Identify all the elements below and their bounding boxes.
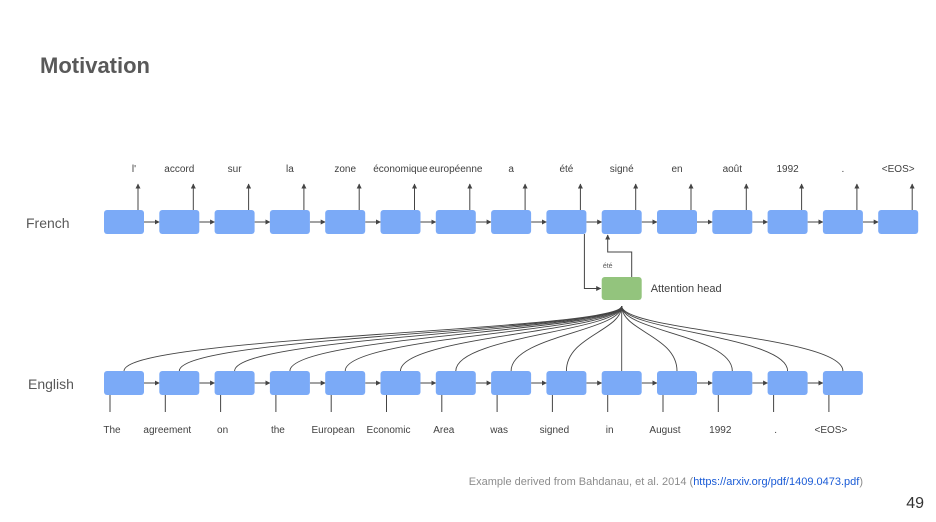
- decoder-state-arrow: [583, 234, 602, 291]
- english-word: European: [312, 425, 355, 436]
- french-word: l': [132, 164, 136, 175]
- attention-weight-line: [123, 305, 623, 372]
- french-cell: [491, 210, 532, 234]
- attention-weight-line: [344, 305, 623, 372]
- attention-weight-line: [621, 305, 844, 372]
- french-word: août: [723, 164, 743, 175]
- connection-lines: [109, 183, 915, 412]
- french-cell: [712, 210, 753, 234]
- page-number: 49: [906, 495, 924, 512]
- french-word: la: [286, 164, 294, 175]
- french-word: zone: [334, 164, 356, 175]
- english-word: was: [489, 425, 508, 436]
- english-cell: [269, 371, 310, 395]
- english-word: Area: [433, 425, 455, 436]
- attention-weight-line: [621, 305, 678, 372]
- french-word: 1992: [776, 164, 799, 175]
- citation: Example derived from Bahdanau, et al. 20…: [469, 476, 863, 488]
- rnn-cells: [104, 210, 919, 395]
- english-word: on: [217, 425, 228, 436]
- french-cell: [380, 210, 421, 234]
- french-cell: [822, 210, 863, 234]
- attention-weight-line: [178, 305, 623, 372]
- citation-link[interactable]: https://arxiv.org/pdf/1409.0473.pdf: [693, 476, 860, 488]
- citation-prefix: Example derived from Bahdanau, et al. 20…: [468, 476, 694, 488]
- french-cell: [601, 210, 642, 234]
- french-word: accord: [164, 164, 194, 175]
- english-word: 1992: [709, 425, 732, 436]
- attention-weight-line: [289, 305, 623, 372]
- english-cell: [159, 371, 200, 395]
- attention-head-label: Attention head: [651, 283, 722, 295]
- french-cell: [878, 210, 919, 234]
- english-cell: [712, 371, 753, 395]
- french-word: .: [842, 164, 845, 175]
- french-word: été: [559, 164, 573, 175]
- english-word: agreement: [143, 425, 191, 436]
- english-cell: [822, 371, 863, 395]
- english-row-label: English: [28, 376, 74, 392]
- english-cell: [380, 371, 421, 395]
- english-cell: [325, 371, 366, 395]
- french-cell: [657, 210, 697, 234]
- attention-weight-line: [621, 305, 733, 372]
- french-cell: [269, 210, 310, 234]
- english-cell: [657, 371, 697, 395]
- english-cell: [601, 371, 642, 395]
- french-cell: [159, 210, 200, 234]
- french-word: européenne: [429, 164, 483, 175]
- english-cell: [104, 371, 144, 395]
- english-cell: [767, 371, 808, 395]
- french-cell: [435, 210, 476, 234]
- english-cell: [435, 371, 476, 395]
- attention-weight-line: [400, 305, 623, 372]
- english-word: Economic: [367, 425, 411, 436]
- slide-title: Motivation: [40, 53, 150, 78]
- french-word: sur: [228, 164, 243, 175]
- french-word: en: [671, 164, 682, 175]
- french-cell: [214, 210, 255, 234]
- context-arrow: [605, 234, 633, 277]
- english-word: the: [271, 425, 285, 436]
- english-word: <EOS>: [814, 425, 847, 436]
- attention-weight-line: [455, 305, 623, 372]
- french-cell: [546, 210, 587, 234]
- french-word: économique: [373, 164, 428, 175]
- attention-weight-line: [234, 305, 623, 372]
- english-cell: [546, 371, 587, 395]
- english-cell: [214, 371, 255, 395]
- french-word: a: [508, 164, 514, 175]
- french-word: <EOS>: [882, 164, 915, 175]
- french-cell: [767, 210, 808, 234]
- attention-weight-line: [565, 305, 623, 372]
- attention-head-cell: [601, 277, 642, 300]
- french-cell: [325, 210, 366, 234]
- english-word: signed: [540, 425, 569, 436]
- english-word: August: [649, 425, 680, 436]
- english-word: The: [103, 425, 121, 436]
- feedback-label: été: [603, 263, 613, 270]
- french-word: signé: [610, 164, 634, 175]
- french-row-label: French: [26, 215, 70, 231]
- attention-weight-line: [510, 305, 623, 372]
- citation-suffix: ): [859, 476, 863, 488]
- attention-weight-line: [621, 305, 789, 372]
- english-word: in: [606, 425, 614, 436]
- english-cell: [491, 371, 532, 395]
- french-cell: [104, 210, 144, 234]
- english-word: .: [774, 425, 777, 436]
